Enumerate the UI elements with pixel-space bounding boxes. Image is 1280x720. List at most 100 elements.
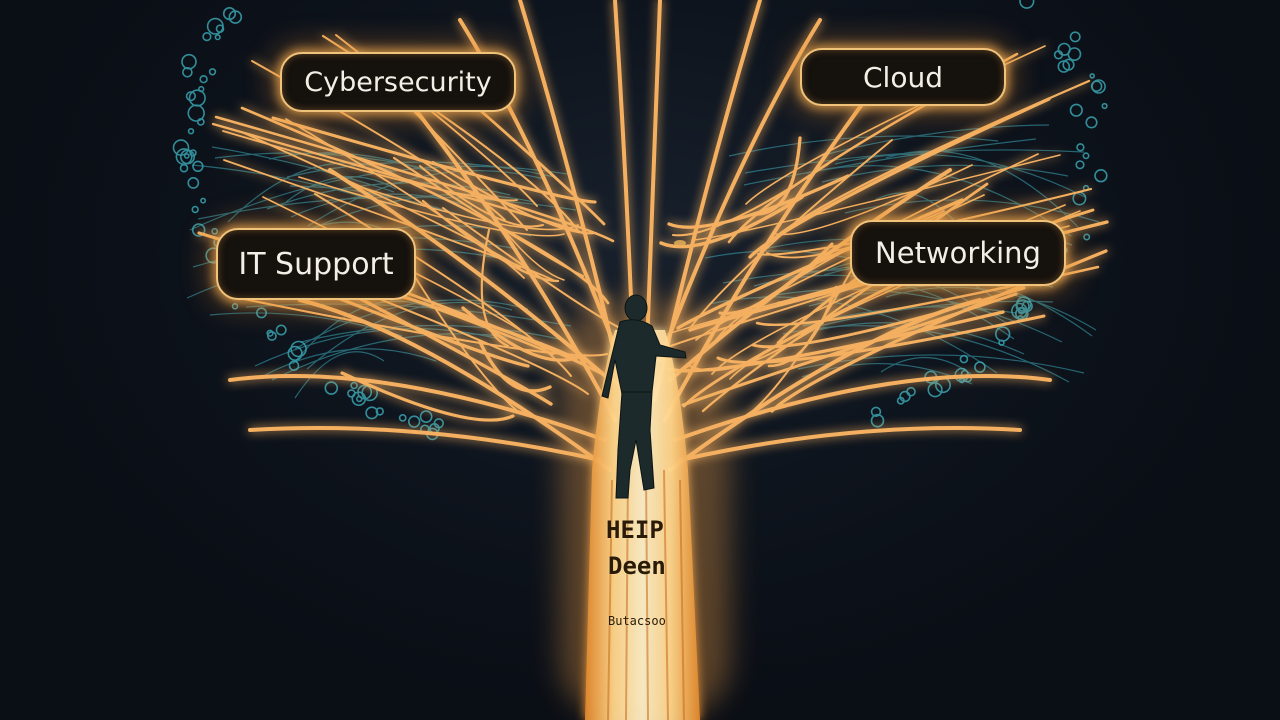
canopy-dot bbox=[1069, 31, 1081, 43]
canopy-dot bbox=[375, 407, 384, 416]
canopy-dot bbox=[1075, 160, 1085, 170]
sub-branch bbox=[243, 132, 521, 269]
sub-branch bbox=[767, 79, 1091, 245]
canopy-dot bbox=[172, 139, 190, 156]
teal-branch bbox=[815, 300, 1054, 328]
sub-branch bbox=[747, 270, 852, 416]
canopy-dot bbox=[200, 197, 207, 204]
teal-branch bbox=[880, 356, 972, 375]
teal-branch bbox=[189, 165, 568, 231]
canopy-dot bbox=[275, 324, 287, 336]
canopy-dot bbox=[324, 381, 339, 395]
canopy-dot bbox=[1094, 169, 1108, 183]
teal-branch bbox=[264, 348, 437, 376]
canopy-dot bbox=[202, 31, 212, 42]
networking-label: Networking bbox=[850, 220, 1066, 286]
canopy-dot bbox=[1082, 152, 1090, 160]
cloud-label: Cloud bbox=[800, 48, 1006, 106]
canopy-dot bbox=[214, 34, 221, 41]
canopy-dot bbox=[211, 227, 219, 235]
sub-branch bbox=[347, 182, 579, 231]
canopy-dot bbox=[1069, 103, 1083, 117]
teal-branch bbox=[300, 324, 564, 343]
sub-branch bbox=[222, 130, 518, 202]
canopy-dot bbox=[191, 205, 199, 214]
canopy-dot bbox=[181, 53, 197, 70]
sub-branch bbox=[314, 273, 553, 406]
canopy-dot bbox=[1019, 0, 1035, 9]
canopy-dot bbox=[222, 7, 237, 21]
main-branch bbox=[248, 426, 602, 462]
canopy-dot bbox=[1089, 73, 1095, 79]
canopy-dot bbox=[1053, 50, 1064, 60]
canopy-dot bbox=[870, 413, 885, 428]
trunk-text-line2: Deen bbox=[608, 552, 666, 580]
canopy-dot bbox=[398, 413, 407, 422]
it-support-label: IT Support bbox=[216, 228, 416, 300]
trunk-text-line3: Butacsoo bbox=[608, 614, 666, 628]
sub-branch bbox=[667, 310, 1005, 373]
canopy-dot bbox=[1057, 60, 1071, 73]
sub-branch bbox=[714, 153, 1039, 342]
sub-branch bbox=[340, 371, 515, 422]
sub-branch bbox=[442, 207, 621, 329]
canopy-dot bbox=[1076, 143, 1085, 152]
canopy-dot bbox=[351, 391, 367, 407]
canopy-dot bbox=[187, 128, 195, 135]
sub-branch bbox=[659, 195, 804, 249]
canopy-dot bbox=[187, 104, 205, 122]
canopy-dot bbox=[419, 410, 433, 423]
main-branch bbox=[658, 18, 822, 362]
canopy-dot bbox=[183, 153, 190, 159]
canopy-dot bbox=[1015, 299, 1030, 314]
teal-branch bbox=[294, 351, 385, 399]
canopy-dot bbox=[899, 390, 911, 403]
canopy-dot bbox=[191, 223, 206, 237]
teal-branch bbox=[821, 164, 1069, 183]
teal-branch bbox=[806, 165, 1072, 237]
teal-branch bbox=[758, 288, 1063, 343]
canopy-dot bbox=[408, 415, 421, 428]
canopy-dot bbox=[175, 148, 193, 166]
sub-branch bbox=[748, 97, 1051, 259]
canopy-dot bbox=[870, 406, 882, 417]
cybersecurity-label: Cybersecurity bbox=[280, 52, 516, 112]
canopy-dot bbox=[1083, 233, 1091, 241]
sub-branch bbox=[262, 196, 522, 332]
canopy-dot bbox=[959, 354, 969, 364]
canopy-dot bbox=[199, 74, 208, 84]
canopy-dot bbox=[1090, 80, 1103, 92]
main-branch bbox=[228, 374, 607, 442]
canopy-dot bbox=[231, 302, 239, 310]
teal-branch bbox=[254, 328, 500, 367]
teal-branch bbox=[743, 138, 1037, 186]
sub-branch bbox=[667, 174, 850, 229]
canopy-dot bbox=[927, 382, 943, 398]
canopy-dot bbox=[1085, 116, 1098, 129]
teal-branch bbox=[834, 153, 1086, 198]
sub-branch bbox=[480, 228, 510, 348]
sub-branch bbox=[431, 160, 598, 235]
sub-branch bbox=[751, 286, 1026, 349]
canopy-dot bbox=[365, 406, 379, 420]
sub-branch bbox=[681, 292, 1018, 407]
canopy-dot bbox=[187, 176, 200, 189]
canopy-dot bbox=[350, 381, 358, 390]
canopy-dot bbox=[355, 395, 363, 403]
canopy-dot bbox=[185, 91, 196, 102]
canopy-dot bbox=[1057, 42, 1071, 56]
teal-branch bbox=[245, 303, 572, 327]
sub-branch bbox=[298, 176, 565, 237]
canopy-dot bbox=[906, 386, 916, 397]
main-branch bbox=[298, 298, 612, 472]
sub-branch bbox=[716, 314, 1046, 364]
main-branch bbox=[678, 426, 1022, 462]
sub-branch bbox=[421, 199, 560, 283]
tree-trunk bbox=[585, 330, 700, 720]
trunk-grooves bbox=[607, 469, 685, 720]
hand-spark bbox=[674, 240, 686, 246]
sub-branch bbox=[211, 122, 588, 236]
canopy-dot bbox=[1017, 307, 1026, 315]
